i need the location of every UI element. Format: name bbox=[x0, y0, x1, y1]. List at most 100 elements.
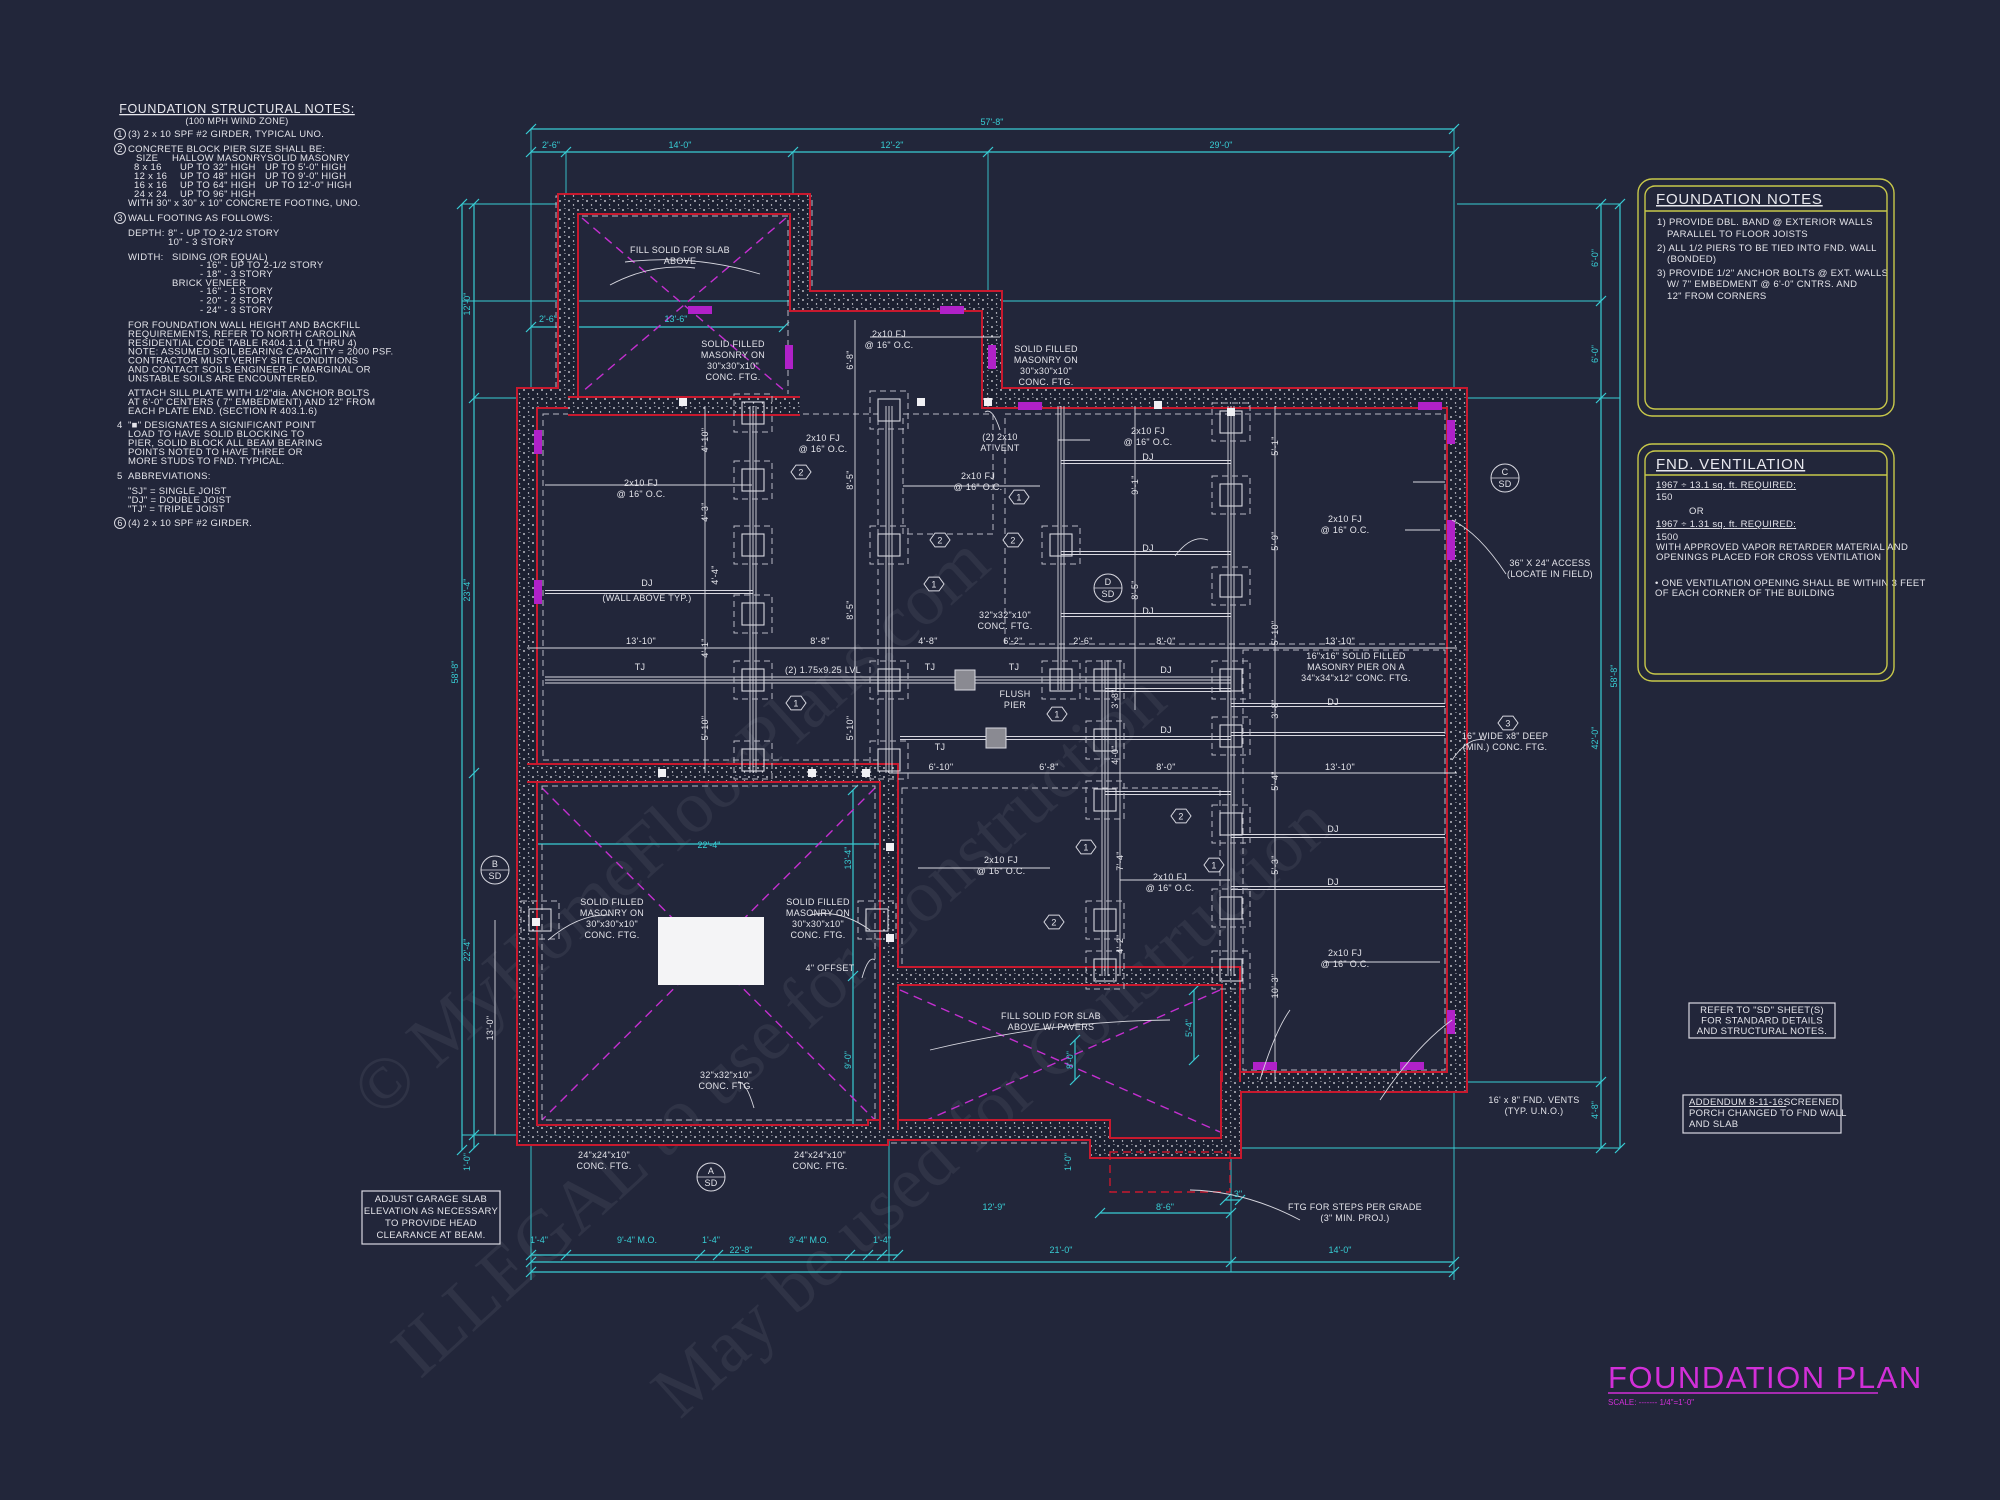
label: (MIN.) CONC. FTG. bbox=[1463, 742, 1548, 752]
label: 10'-3" bbox=[1270, 974, 1280, 999]
label: UNSTABLE SOILS ARE ENCOUNTERED. bbox=[128, 373, 318, 384]
foundation-vent bbox=[1447, 520, 1455, 560]
structural-notes-subtitle: (100 MPH WIND ZONE) bbox=[185, 116, 288, 126]
point-load-marker bbox=[679, 398, 687, 406]
marker-number: 2 bbox=[937, 536, 942, 546]
label: UP TO 5'-0" HIGH bbox=[265, 162, 346, 173]
foundation-vent bbox=[688, 306, 712, 314]
label: TJ bbox=[635, 662, 646, 672]
dimension-tick bbox=[1234, 1194, 1246, 1206]
foundation-vent bbox=[1447, 420, 1455, 444]
dimension-tick bbox=[892, 1249, 904, 1261]
label: 2x10 FJ bbox=[1131, 426, 1165, 436]
point-load-marker bbox=[984, 398, 992, 406]
label: FTG FOR STEPS PER GRADE bbox=[1288, 1202, 1422, 1212]
label: 23'-4" bbox=[462, 579, 472, 602]
label: 21'-0" bbox=[1050, 1245, 1073, 1255]
label: @ 16" O.C. bbox=[1124, 437, 1173, 447]
pier-footing bbox=[869, 740, 909, 780]
label: SIDING (OR EQUAL) bbox=[172, 252, 268, 263]
label: 2'-6" bbox=[542, 140, 560, 150]
label: CONC. FTG. bbox=[978, 621, 1033, 631]
label: 4'-3" bbox=[700, 502, 710, 521]
garage-slab-note: TO PROVIDE HEAD bbox=[385, 1218, 477, 1229]
label: LOAD TO HAVE SOLID BLOCKING TO bbox=[128, 429, 305, 440]
section-marker-label: D bbox=[1105, 577, 1112, 587]
label: 30"x30"x10" bbox=[792, 919, 844, 929]
foundation-note-line: 3) PROVIDE 1/2" ANCHOR BOLTS @ EXT. WALL… bbox=[1657, 268, 1888, 279]
label: 2x10 FJ bbox=[806, 433, 840, 443]
refer-note: AND STRUCTURAL NOTES. bbox=[1697, 1026, 1828, 1037]
leader-line bbox=[861, 958, 876, 979]
label: AT 6'-0" CENTERS ( 7" EMBEDMENT) AND 12"… bbox=[128, 397, 375, 408]
label: UP TO 9'-0" HIGH bbox=[265, 171, 346, 182]
label: UP TO 64" HIGH bbox=[180, 180, 256, 191]
pier bbox=[1219, 668, 1243, 692]
label: 12'-0" bbox=[462, 293, 472, 316]
label: 8" - UP TO 2-1/2 STORY bbox=[168, 228, 280, 239]
label: EACH PLATE END. (SECTION R 403.1.6) bbox=[128, 406, 317, 417]
label: PORCH CHANGED TO FND WALL bbox=[1689, 1108, 1847, 1119]
foundation-vent bbox=[988, 345, 996, 369]
label: 12'-9" bbox=[983, 1202, 1006, 1212]
label: UP TO 96" HIGH bbox=[180, 189, 256, 200]
label: 42'-0" bbox=[1590, 727, 1600, 750]
label: REQUIREMENTS, REFER TO NORTH CAROLINA bbox=[128, 329, 356, 340]
pier bbox=[1219, 958, 1243, 982]
foundation-vent bbox=[1447, 1010, 1455, 1034]
label: FILL SOLID FOR SLAB bbox=[630, 245, 730, 255]
point-load-marker bbox=[808, 769, 816, 777]
pier bbox=[877, 398, 901, 422]
label: AND SLAB bbox=[1689, 1119, 1738, 1130]
dimension-tick bbox=[456, 1144, 468, 1156]
label: ABOVE W/ PAVERS bbox=[1008, 1022, 1095, 1032]
pier-footing bbox=[1085, 660, 1125, 700]
label: 14'-0" bbox=[1329, 1245, 1352, 1255]
label: @ 16" O.C. bbox=[954, 482, 1003, 492]
floor-framing bbox=[480, 259, 1520, 1221]
label: 4'-10" bbox=[700, 428, 710, 453]
foundation-vent bbox=[1418, 402, 1442, 410]
leader-line bbox=[1259, 1009, 1291, 1081]
label: 8'-0" bbox=[1156, 636, 1175, 646]
label: MASONRY ON bbox=[580, 908, 644, 918]
marker-number: 2 bbox=[1051, 918, 1056, 928]
dimension-tick bbox=[847, 970, 859, 982]
pier-footing bbox=[1041, 525, 1081, 565]
section-marker-label: C bbox=[1502, 467, 1509, 477]
label: 4'-4" bbox=[710, 565, 720, 584]
point-load-marker bbox=[862, 769, 870, 777]
section-marker-label: B bbox=[492, 859, 498, 869]
label: 5'-10" bbox=[1270, 621, 1280, 646]
label: ABOVE bbox=[664, 256, 697, 266]
pier bbox=[1049, 533, 1073, 557]
label: (TYP. U.N.O.) bbox=[1505, 1106, 1564, 1116]
label: 1'-4" bbox=[702, 1235, 720, 1245]
label: 29'-0" bbox=[1210, 140, 1233, 150]
label: 4" OFFSET bbox=[806, 963, 855, 973]
label: CONC. FTG. bbox=[585, 930, 640, 940]
note-boxes bbox=[361, 917, 1842, 1245]
pier bbox=[741, 533, 765, 557]
marker-hex-two bbox=[929, 532, 951, 548]
marker-number: 2 bbox=[1178, 812, 1183, 822]
label: FOR FOUNDATION WALL HEIGHT AND BACKFILL bbox=[128, 320, 360, 331]
note-number-circle bbox=[114, 212, 126, 224]
pier bbox=[1219, 812, 1243, 836]
point-load-marker bbox=[658, 769, 666, 777]
pier-footing bbox=[520, 900, 560, 940]
drawing-title: FOUNDATION PLAN bbox=[1608, 1360, 1923, 1395]
pier bbox=[528, 908, 552, 932]
point-load-marker bbox=[1227, 408, 1235, 416]
pier-footing bbox=[1211, 566, 1251, 606]
section-marker-label: SD bbox=[704, 1178, 717, 1188]
note-number: 6 bbox=[117, 518, 122, 528]
label: 57'-8" bbox=[981, 117, 1004, 127]
refer-note: FOR STANDARD DETAILS bbox=[1701, 1016, 1823, 1027]
label: 9'-0" bbox=[843, 1051, 853, 1069]
dimension-tick bbox=[862, 1249, 874, 1261]
label: CONC. FTG. bbox=[577, 1161, 632, 1171]
label: WITH 30" x 30" x 10" CONCRETE FOOTING, U… bbox=[128, 198, 361, 209]
